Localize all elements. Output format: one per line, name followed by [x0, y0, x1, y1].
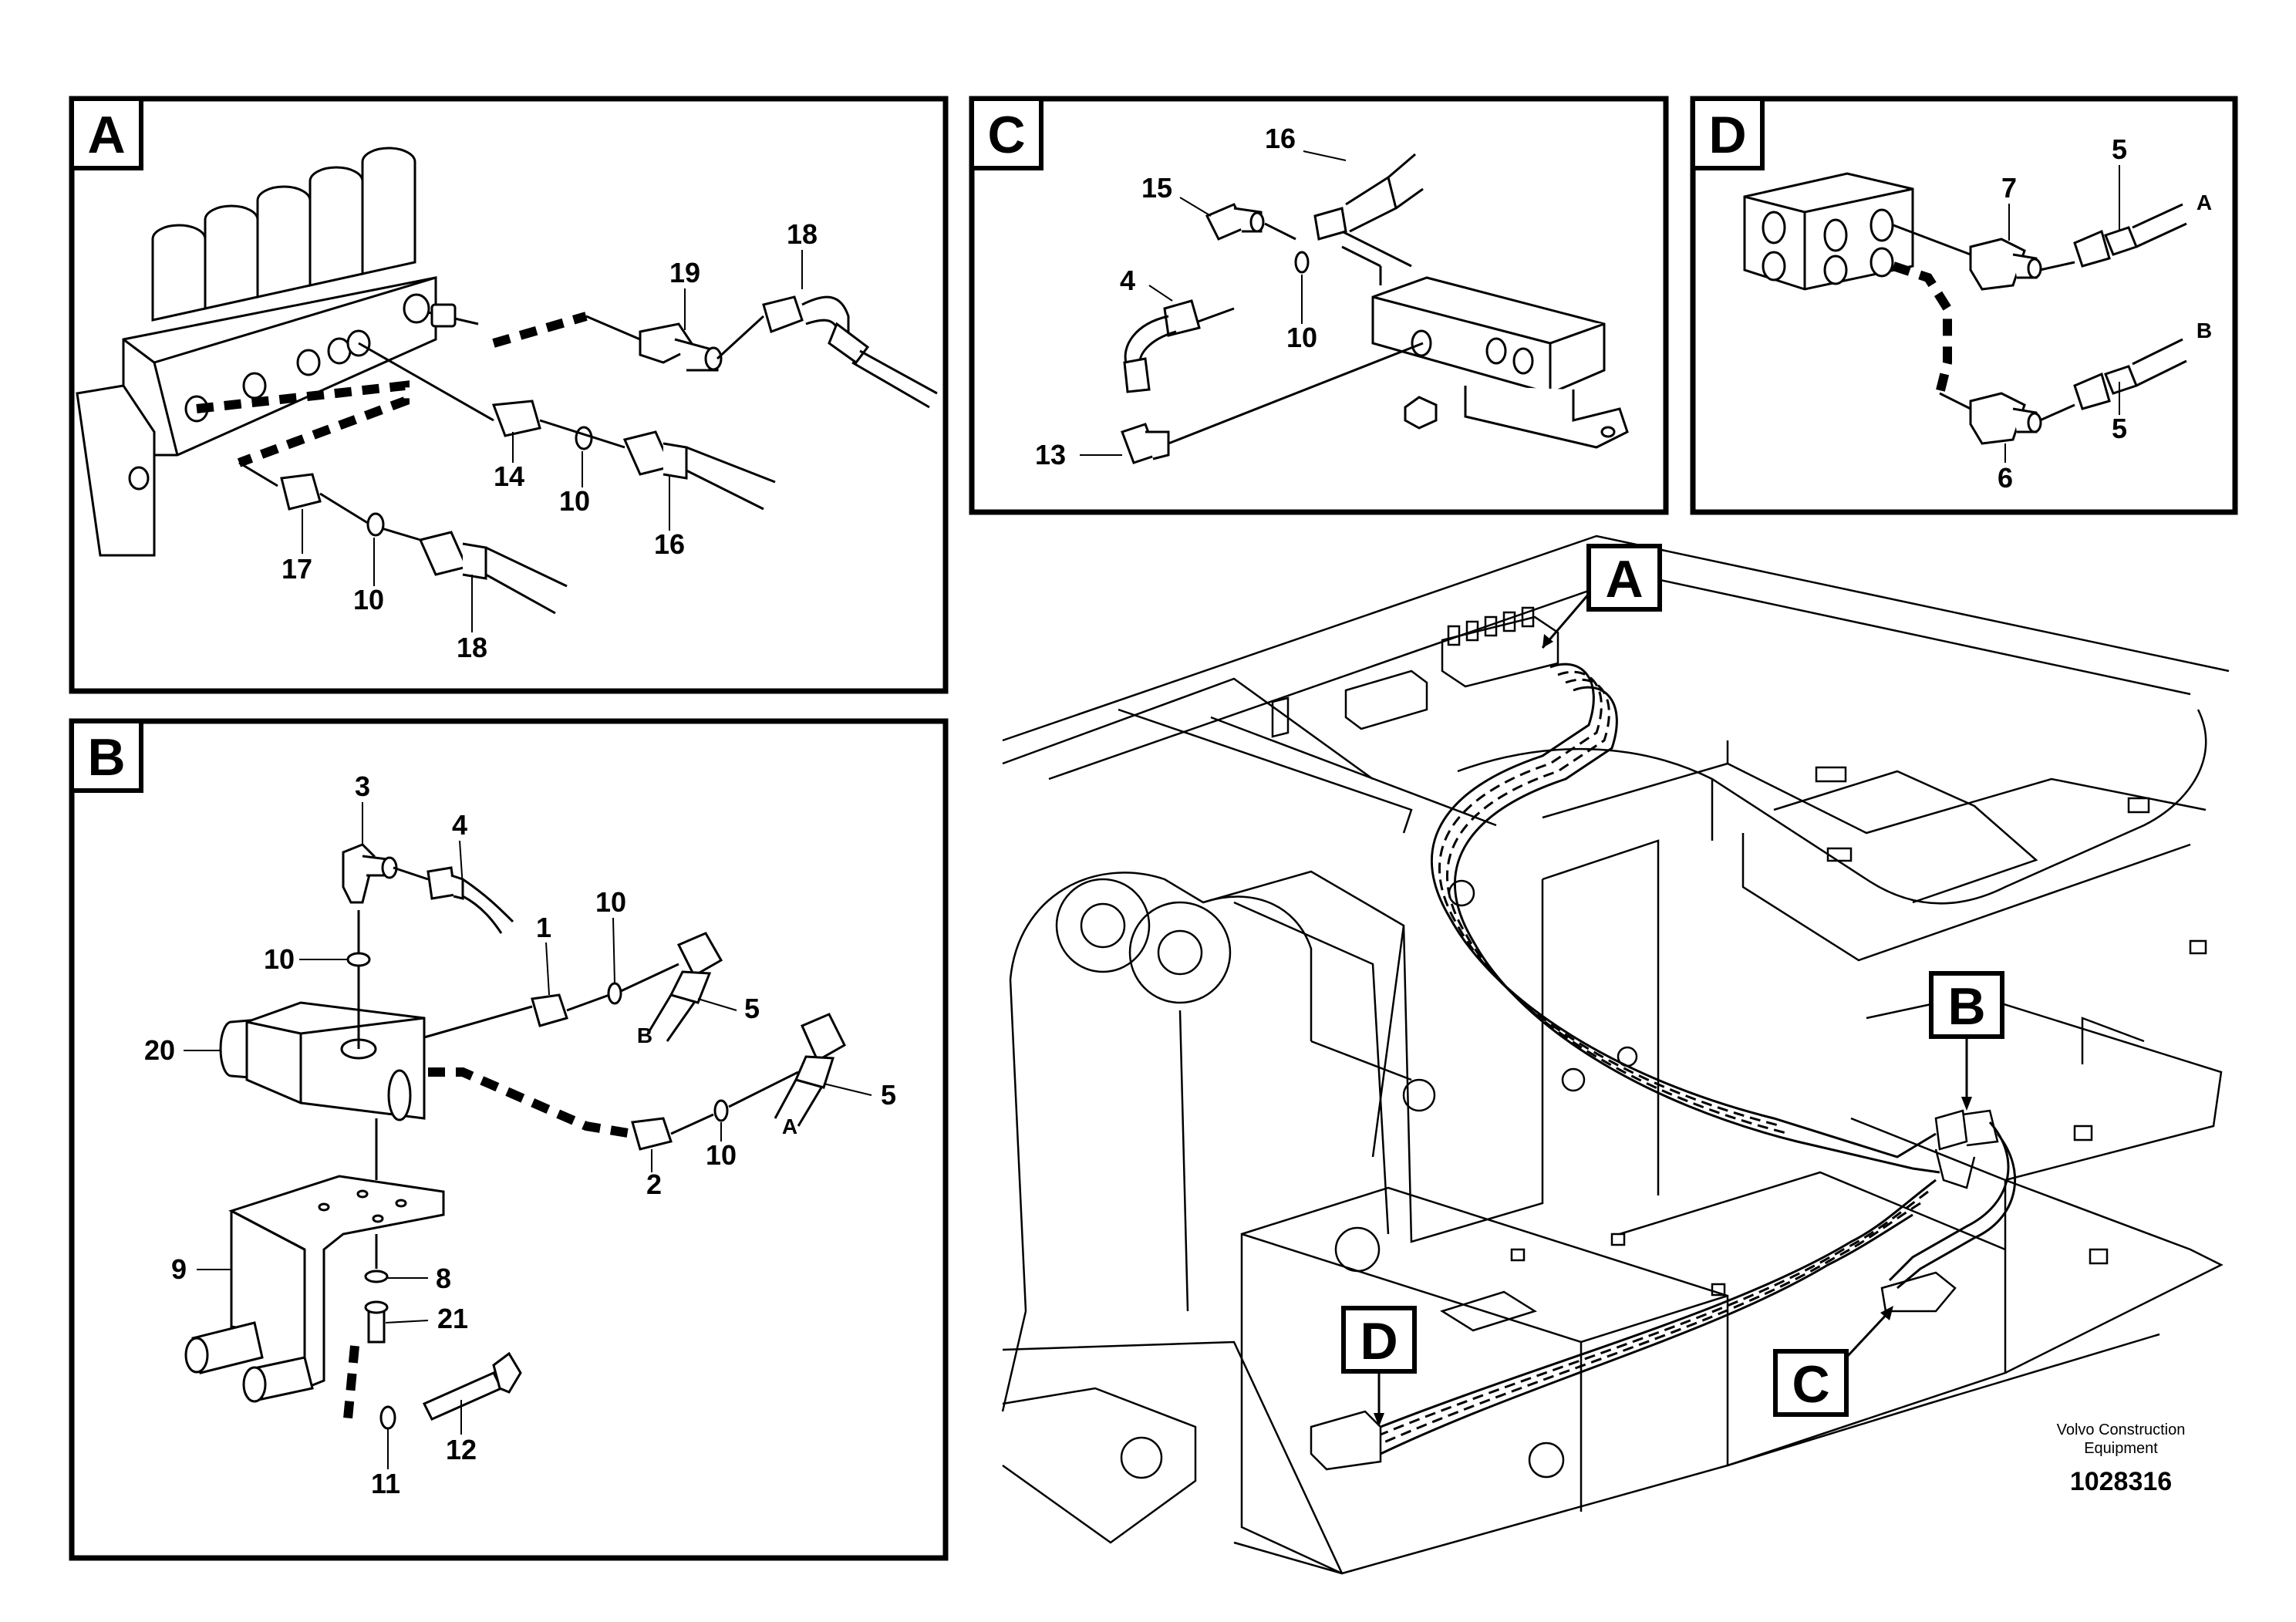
panel-c: C: [969, 96, 1669, 515]
callout-10-a1: 10: [559, 485, 590, 517]
callout-18-upper: 18: [787, 218, 818, 250]
document-number: 1028316: [2070, 1467, 2172, 1496]
overview-valve-bank: [1271, 606, 1559, 738]
valve-block-a: [76, 147, 437, 557]
overview-callout-b: B: [1947, 977, 1985, 1036]
callout-8: 8: [436, 1263, 451, 1294]
panel-d: D: [1690, 96, 2238, 515]
brand-line-1: Volvo Construction: [2057, 1421, 2186, 1438]
callout-5-b: 5: [744, 993, 760, 1024]
overview-callout-c: C: [1792, 1355, 1829, 1414]
manifold-d: [1743, 172, 1914, 291]
overview-callout-d: D: [1360, 1312, 1397, 1371]
callout-2: 2: [646, 1168, 662, 1200]
callout-19: 19: [669, 257, 700, 288]
callout-5-d-upper: 5: [2112, 133, 2127, 165]
callout-7: 7: [2001, 172, 2017, 204]
callout-13: 13: [1035, 439, 1066, 470]
callout-5-a: 5: [881, 1079, 896, 1111]
callout-16-a: 16: [654, 528, 685, 560]
callout-3: 3: [355, 771, 370, 802]
panel-a-labels: 19 18 14 10 16 17 10 18: [282, 218, 818, 663]
callout-5-d-lower: 5: [2112, 413, 2127, 444]
callout-4-b: 4: [452, 809, 467, 841]
overview-frame: [1001, 534, 2230, 1575]
callout-18-lower: 18: [457, 632, 487, 663]
hose-end-a-label: A: [782, 1114, 797, 1138]
callout-16-c: 16: [1265, 123, 1296, 154]
overview-callout-a: A: [1605, 550, 1643, 609]
callout-9: 9: [171, 1253, 187, 1285]
footer: Volvo Construction Equipment 1028316: [2057, 1421, 2186, 1496]
hose-end-b-label-d: B: [2197, 319, 2212, 342]
panel-c-tag: C: [987, 106, 1025, 164]
callout-10-c: 10: [1286, 322, 1317, 353]
hose-end-b-label: B: [637, 1023, 652, 1047]
valve-block-c: [1371, 276, 1629, 449]
callout-10-b3: 10: [706, 1139, 737, 1171]
panel-b-tag: B: [87, 728, 125, 787]
overview-callouts: A B C D: [1341, 544, 2004, 1427]
callout-20: 20: [144, 1034, 175, 1066]
callout-15: 15: [1141, 172, 1172, 204]
callout-21: 21: [437, 1303, 468, 1334]
panel-b: B: [69, 718, 949, 1561]
callout-14: 14: [494, 460, 524, 492]
brand-line-2: Equipment: [2084, 1440, 2158, 1457]
panel-d-labels: 5 7 A B 5 6: [1998, 133, 2212, 494]
callout-17: 17: [282, 553, 312, 585]
hose-end-a-label-d: A: [2197, 191, 2212, 214]
callout-1: 1: [536, 912, 551, 943]
callout-4-c: 4: [1120, 265, 1135, 296]
panel-a: A: [69, 96, 949, 694]
bracket-9: [184, 1118, 445, 1403]
panel-b-labels: 3 4 10 10 1 5 B 20 5 A 2 10 9 8: [144, 771, 896, 1499]
panel-c-labels: 16 15 4 10 13: [1035, 123, 1347, 470]
callout-10-a2: 10: [353, 584, 384, 615]
callout-10-b1: 10: [264, 943, 295, 975]
panel-d-tag: D: [1708, 106, 1746, 164]
panel-a-tag: A: [87, 106, 125, 164]
callout-10-b2: 10: [595, 886, 626, 918]
callout-6: 6: [1998, 462, 2013, 494]
callout-11: 11: [371, 1468, 400, 1499]
callout-12: 12: [446, 1434, 477, 1465]
solenoid-valve-20: [219, 910, 426, 1121]
